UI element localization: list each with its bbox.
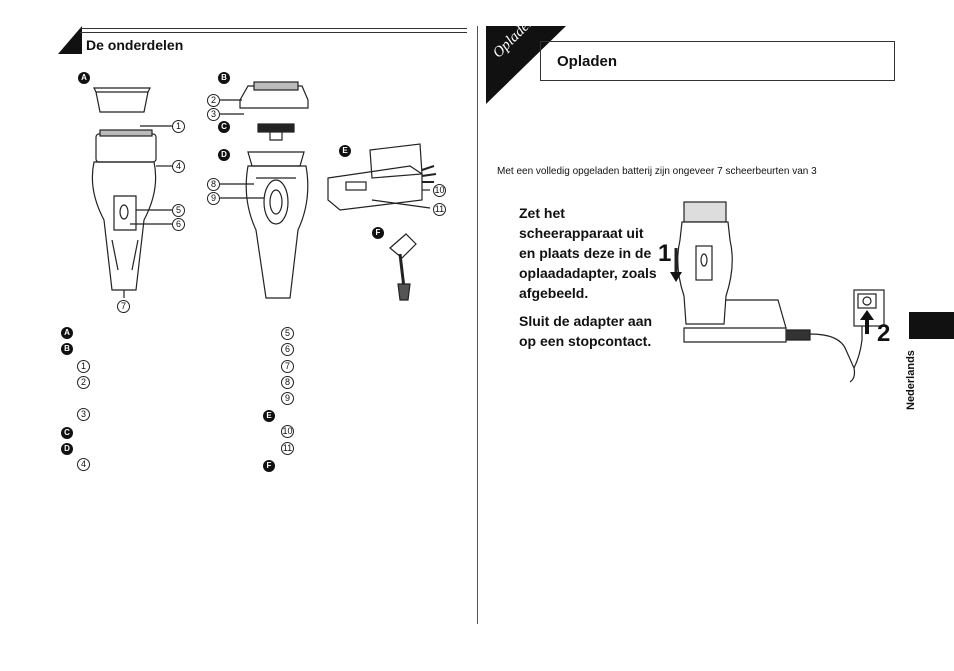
legend-num-3: 3 bbox=[77, 408, 90, 421]
legend-num-6: 6 bbox=[281, 343, 294, 356]
step-1-label: 1 bbox=[658, 240, 672, 267]
parts-illustration bbox=[91, 81, 437, 301]
header-rule-top bbox=[80, 28, 467, 29]
header-rule-bottom bbox=[80, 32, 467, 33]
legend-num-9: 9 bbox=[281, 392, 294, 405]
callout-3: 3 bbox=[207, 108, 220, 121]
section-corner-triangle bbox=[58, 26, 82, 54]
badge-b: B bbox=[218, 72, 230, 84]
side-tab-marker bbox=[909, 312, 954, 339]
badge-c: C bbox=[218, 121, 230, 133]
legend-num-4: 4 bbox=[77, 458, 90, 471]
badge-f: F bbox=[372, 227, 384, 239]
section-title: De onderdelen bbox=[86, 37, 184, 53]
badge-a: A bbox=[78, 72, 90, 84]
callout-6: 6 bbox=[172, 218, 185, 231]
callout-7: 7 bbox=[117, 300, 130, 313]
step-2-label: 2 bbox=[877, 320, 891, 347]
title-box bbox=[540, 41, 895, 81]
charging-illustration bbox=[670, 201, 885, 383]
legend-badge-d: D bbox=[61, 443, 73, 455]
callout-10: 10 bbox=[433, 184, 446, 197]
right-section-title: Opladen bbox=[557, 53, 618, 70]
legend-badge-a: A bbox=[61, 327, 73, 339]
legend-num-11: 11 bbox=[281, 442, 294, 455]
legend-num-7: 7 bbox=[281, 360, 294, 373]
legend-num-10: 10 bbox=[281, 425, 294, 438]
legend-num-5: 5 bbox=[281, 327, 294, 340]
instruction-step-2: Sluit de adapter aan op een stopcontact. bbox=[519, 313, 653, 349]
legend-badge-f: F bbox=[263, 460, 275, 472]
badge-d: D bbox=[218, 149, 230, 161]
legend-num-2: 2 bbox=[77, 376, 90, 389]
legend-num-8: 8 bbox=[281, 376, 294, 389]
page-divider bbox=[477, 26, 478, 624]
corner-tab-triangle bbox=[486, 26, 566, 104]
legend-badge-c: C bbox=[61, 427, 73, 439]
callout-1: 1 bbox=[172, 120, 185, 133]
callout-9: 9 bbox=[207, 192, 220, 205]
legend-num-1: 1 bbox=[77, 360, 90, 373]
callout-11: 11 bbox=[433, 203, 446, 216]
instruction-step-1: Zet het scheerapparaat uit en plaats dez… bbox=[519, 205, 657, 301]
legend-badge-b: B bbox=[61, 343, 73, 355]
badge-e: E bbox=[339, 145, 351, 157]
callout-2: 2 bbox=[207, 94, 220, 107]
callout-4: 4 bbox=[172, 160, 185, 173]
callout-8: 8 bbox=[207, 178, 220, 191]
intro-text: Met een volledig opgeladen batterij zijn… bbox=[497, 166, 817, 177]
legend-badge-e: E bbox=[263, 410, 275, 422]
side-tab-language: Nederlands bbox=[905, 350, 917, 410]
callout-5: 5 bbox=[172, 204, 185, 217]
